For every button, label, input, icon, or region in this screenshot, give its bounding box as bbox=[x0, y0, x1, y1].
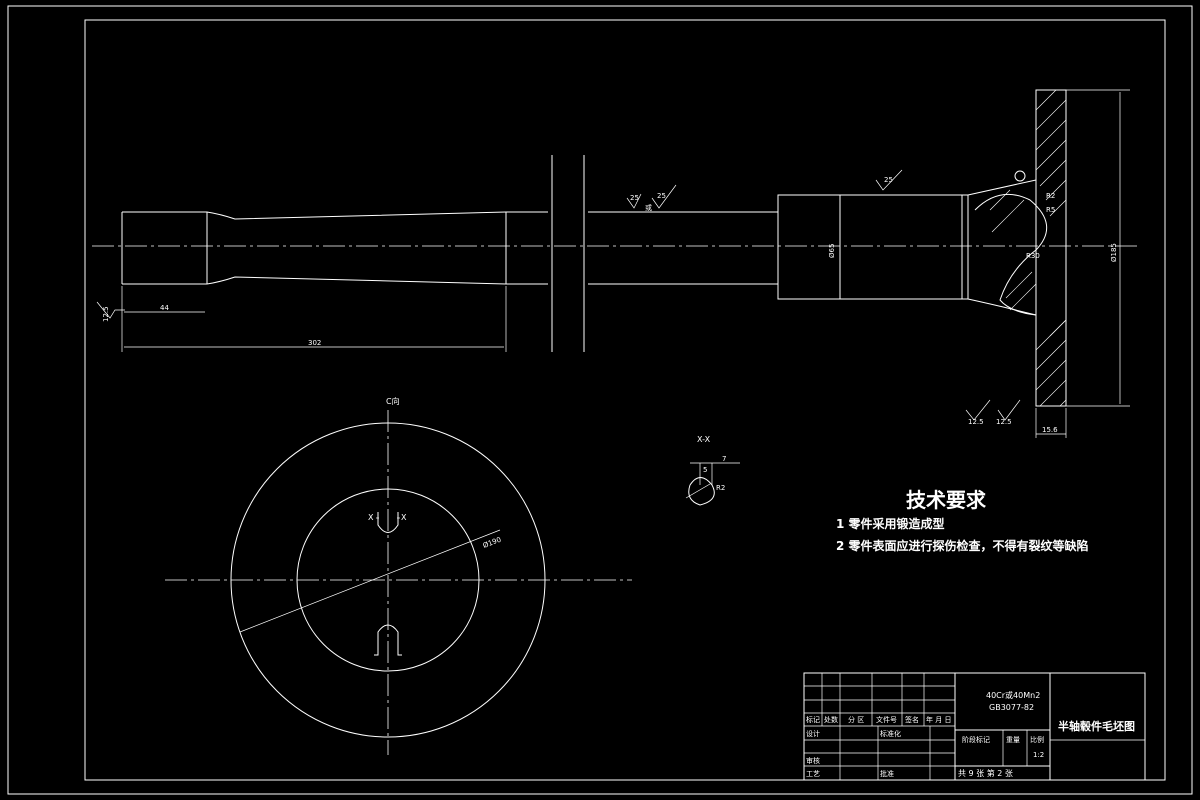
scale-value: 1:2 bbox=[1033, 751, 1044, 759]
roughness-mid-1: 25 bbox=[630, 194, 639, 202]
label-design: 设计 bbox=[806, 729, 820, 738]
title-block bbox=[803, 672, 1146, 781]
requirement-1: 1 零件采用锻造成型 bbox=[836, 516, 945, 531]
roughness-bottom-1: 12.5 bbox=[968, 418, 984, 426]
fillet-r3: R30 bbox=[1026, 252, 1040, 260]
dim-44: 44 bbox=[160, 304, 169, 312]
section-xx bbox=[685, 462, 740, 506]
c-view bbox=[165, 410, 632, 755]
standard: GB3077-82 bbox=[989, 703, 1034, 712]
flange-thickness: 15.6 bbox=[1042, 426, 1058, 434]
fillet-r1: R2 bbox=[1046, 192, 1055, 200]
roughness-left: 12.5 bbox=[102, 306, 110, 322]
label-process: 工艺 bbox=[806, 770, 820, 778]
label-mark: 标记 bbox=[806, 715, 820, 724]
label-approve: 批准 bbox=[880, 769, 894, 778]
roughness-bottom-2: 12.5 bbox=[996, 418, 1012, 426]
label-stage: 阶段标记 bbox=[962, 735, 990, 744]
fillet-r2: R5 bbox=[1046, 206, 1055, 214]
label-sign: 签名 bbox=[905, 715, 919, 724]
section-dim-5: 5 bbox=[703, 466, 707, 474]
section-r: R2 bbox=[716, 484, 725, 492]
requirement-2: 2 零件表面应进行探伤检查，不得有裂纹等缺陷 bbox=[836, 538, 1089, 553]
sheet-count: 共 9 张 第 2 张 bbox=[958, 768, 1013, 778]
shaft-view bbox=[92, 89, 1140, 438]
label-weight: 重量 bbox=[1006, 736, 1020, 744]
label-count: 处数 bbox=[824, 715, 838, 724]
label-review: 审核 bbox=[806, 756, 820, 765]
section-x-left: X bbox=[368, 513, 374, 522]
dia-65: Ø65 bbox=[828, 244, 836, 258]
label-zone: 分 区 bbox=[848, 715, 864, 724]
section-dim-7: 7 bbox=[722, 455, 726, 463]
dim-302: 302 bbox=[308, 339, 321, 347]
mid-symbol: 或 bbox=[645, 203, 652, 212]
label-standardization: 标准化 bbox=[880, 729, 901, 738]
roughness-mid-2: 25 bbox=[657, 192, 666, 200]
section-x-right: X bbox=[401, 513, 407, 522]
roughness-top: 25 bbox=[884, 176, 893, 184]
dia-185: Ø185 bbox=[1110, 243, 1118, 262]
outer-frame bbox=[7, 5, 1193, 795]
part-name: 半轴毂件毛坯图 bbox=[1058, 719, 1135, 733]
inner-frame bbox=[84, 19, 1166, 781]
requirements-heading: 技术要求 bbox=[906, 488, 987, 512]
c-view-label: C向 bbox=[386, 396, 400, 406]
dia-190: Ø190 bbox=[482, 536, 502, 550]
label-date: 年 月 日 bbox=[926, 715, 951, 724]
material: 40Cr或40Mn2 bbox=[986, 690, 1040, 700]
label-doc: 文件号 bbox=[876, 715, 897, 724]
section-label: X-X bbox=[697, 435, 711, 444]
label-scale: 比例 bbox=[1030, 735, 1044, 744]
